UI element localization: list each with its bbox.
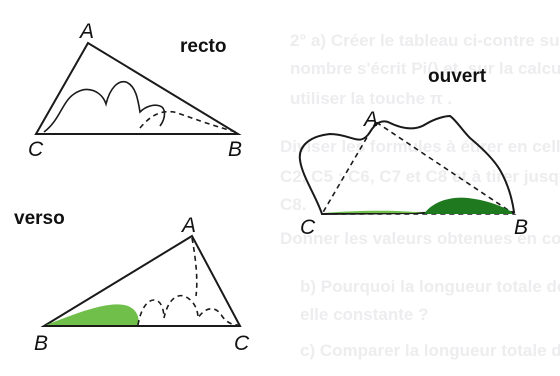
recto-vertex-b: B bbox=[228, 138, 242, 161]
ouvert-label: ouvert bbox=[428, 66, 487, 87]
verso-vertex-a: A bbox=[180, 214, 196, 237]
verso-vertex-b: B bbox=[34, 332, 48, 355]
recto-fold-line bbox=[43, 80, 166, 133]
background-text-line: C8. bbox=[280, 195, 306, 214]
verso-view: A B C verso bbox=[14, 208, 250, 355]
ouvert-vertex-c: C bbox=[300, 216, 316, 239]
background-text-line: b) Pourquoi la longueur totale de la lig… bbox=[300, 277, 560, 296]
recto-vertex-c: C bbox=[28, 138, 44, 161]
background-text-line: nombre s'écrit Pi() et, sur la calculatr… bbox=[290, 59, 560, 78]
ouvert-shape bbox=[298, 114, 516, 216]
ouvert-view: A C B ouvert bbox=[298, 66, 528, 239]
verso-triangle bbox=[40, 234, 242, 327]
ouvert-base-sliver bbox=[324, 210, 424, 213]
recto-vertex-a: A bbox=[78, 20, 94, 43]
ouvert-dark-lobe bbox=[424, 197, 512, 214]
background-text-line: Diviser les formules à étirer en cellule… bbox=[280, 137, 560, 156]
ouvert-vertex-a: A bbox=[362, 108, 378, 131]
verso-vertex-c: C bbox=[234, 332, 250, 355]
background-text-line: Donner les valeurs obtenues en colonne X… bbox=[280, 229, 560, 248]
verso-fold-dashed-vertical bbox=[191, 237, 198, 297]
background-text-line: 2° a) Créer le tableau ci-contre sur tab… bbox=[290, 31, 560, 50]
verso-label: verso bbox=[14, 208, 65, 229]
recto-view: A C B recto bbox=[28, 20, 242, 161]
recto-triangle bbox=[34, 41, 242, 135]
ouvert-vertex-b: B bbox=[514, 216, 528, 239]
recto-label: recto bbox=[180, 36, 226, 57]
verso-fold-dashed bbox=[137, 294, 239, 326]
background-text-line: C2, C5 ; C6, C7 et C8 et à tirer jusqu'e… bbox=[280, 167, 560, 186]
background-text: 2° a) Créer le tableau ci-contre sur tab… bbox=[280, 31, 560, 360]
background-text-line: elle constante ? bbox=[300, 305, 428, 324]
verso-green-segment bbox=[46, 304, 139, 325]
ouvert-inner-triangle bbox=[320, 120, 517, 215]
recto-fold-dashed bbox=[139, 110, 237, 133]
background-text-line: utiliser la touche π . bbox=[290, 89, 452, 108]
background-text-line: c) Comparer la longueur totale de la lig… bbox=[300, 341, 560, 360]
